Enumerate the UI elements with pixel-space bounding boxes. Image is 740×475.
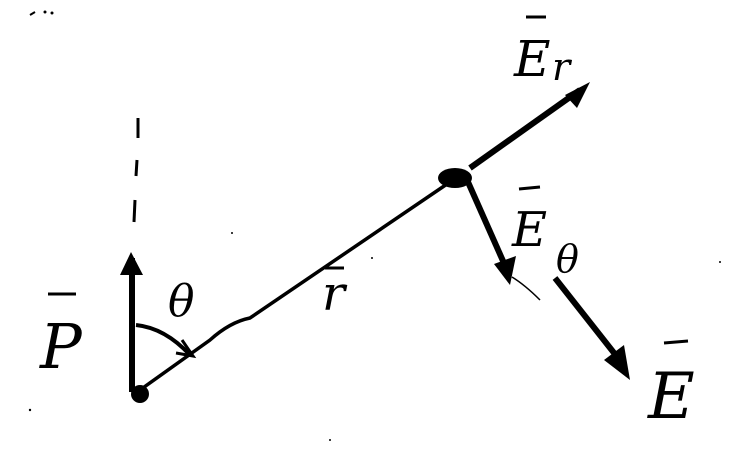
radial-field-label: E r xyxy=(513,30,573,89)
polar-field-letter: E xyxy=(511,202,547,258)
polar-field-label: E θ xyxy=(511,202,579,281)
dipole-moment-label: P xyxy=(39,310,83,383)
total-field-label: E xyxy=(647,360,695,434)
reference-axis xyxy=(132,118,140,223)
angle-label: θ xyxy=(168,276,195,327)
radial-field-subscript: r xyxy=(552,45,573,89)
polar-field-subscript: θ xyxy=(556,237,579,281)
polar-field-arrow xyxy=(465,180,541,301)
field-point xyxy=(438,168,472,188)
dipole-moment-arrow xyxy=(120,252,143,392)
origin-point xyxy=(131,385,149,403)
vector-overbars xyxy=(48,15,689,345)
stray-marks xyxy=(29,10,54,16)
angle-arc-tick xyxy=(175,339,197,359)
position-vector-label: r xyxy=(322,266,348,322)
position-vector-line xyxy=(138,170,466,392)
total-field-arrow xyxy=(552,276,630,380)
radial-field-letter: E xyxy=(513,30,551,88)
angle-arc xyxy=(135,323,192,357)
paper-specks xyxy=(28,232,721,441)
radial-field-arrow xyxy=(468,82,590,171)
